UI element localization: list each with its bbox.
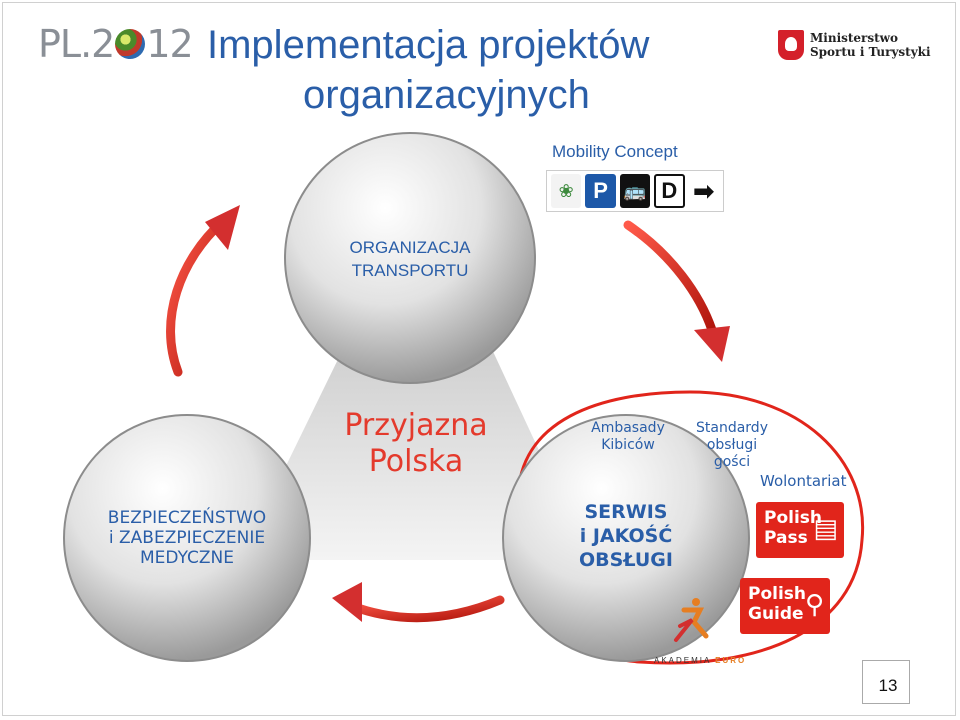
circle-security-label: BEZPIECZEŃSTWO i ZABEZPIECZENIE MEDYCZNE [92, 508, 282, 568]
pass-line1: Polish [764, 508, 823, 528]
logo-text-left: PL.2 [38, 22, 115, 66]
circle-transport [284, 132, 536, 384]
security-line1: BEZPIECZEŃSTWO [107, 508, 267, 528]
security-line3: MEDYCZNE [140, 548, 234, 568]
polish-pass-text: Polish Pass [764, 508, 823, 548]
parking-icon: P [585, 174, 616, 208]
document-icon: ▤ [813, 514, 838, 544]
title-line1: Implementacja projektów [207, 23, 650, 67]
service-line3: OBSŁUGI [579, 549, 673, 571]
wolontariat-label: Wolontariat [760, 472, 847, 490]
standardy-line3: gości [713, 454, 751, 470]
transport-line2: TRANSPORTU [351, 261, 469, 280]
magnifier-icon: ⚲ [804, 590, 824, 620]
akademia-word: AKADEMIA [654, 656, 711, 665]
central-triangle [240, 345, 590, 560]
arrow-up-left [166, 217, 227, 377]
ambasady-line1: Ambasady [591, 420, 665, 436]
page-number: 13 [878, 676, 898, 695]
akademia-euro-text: AKADEMIA EURO [654, 656, 746, 665]
pl2012-logo: PL.2 12 [38, 22, 194, 66]
slide-title: Implementacja projektów organizacyjnych [207, 20, 767, 120]
polish-guide-badge: Polish Guide ⚲ [740, 578, 830, 634]
title-line2: organizacyjnych [303, 73, 590, 117]
security-line2: i ZABEZPIECZENIE [108, 528, 266, 548]
ambasady-kibicow-label: Ambasady Kibiców [582, 420, 674, 454]
football-icon [115, 29, 146, 59]
mobility-concept-label: Mobility Concept [552, 142, 678, 161]
service-line1: SERWIS [584, 501, 668, 523]
guide-line2: Guide [748, 604, 804, 624]
euro-logo-icon: ❀ [551, 174, 582, 208]
ministry-line2: Sportu i Turystyki [810, 45, 931, 59]
arrow-up-left-head [205, 205, 240, 250]
triangle-line2: Polska [368, 444, 464, 479]
triangle-label: Przyjazna Polska [316, 408, 516, 480]
guide-line1: Polish [748, 584, 807, 604]
arrow-bottom-left [347, 595, 505, 623]
bus-icon: 🚌 [619, 174, 651, 208]
eagle-emblem-icon [778, 30, 804, 60]
arrow-right-icon: ➡ [688, 174, 719, 208]
triangle-line1: Przyjazna [344, 408, 488, 443]
ambasady-line2: Kibiców [601, 437, 655, 453]
standardy-obslugi-label: Standardy obsługi gości [686, 420, 778, 471]
mobility-icons-strip: ❀ P 🚌 D ➡ [546, 170, 724, 212]
ministry-logo: Ministerstwo Sportu i Turystyki [778, 30, 931, 60]
polish-pass-badge: Polish Pass ▤ [756, 502, 844, 558]
arrow-down-right-head [694, 326, 730, 362]
pass-line2: Pass [764, 528, 808, 548]
euro-word: EURO [715, 656, 747, 665]
circle-service-label: SERWIS i JAKOŚĆ OBSŁUGI [546, 500, 706, 572]
circle-service [502, 414, 750, 662]
dropoff-icon: D [654, 174, 685, 208]
arrow-down-right [623, 220, 717, 335]
circle-transport-label: ORGANIZACJA TRANSPORTU [300, 236, 520, 282]
ministry-line1: Ministerstwo [810, 31, 899, 45]
circle-security [63, 414, 311, 662]
polish-guide-text: Polish Guide [748, 584, 807, 624]
akademia-euro-logo-icon [674, 598, 709, 642]
service-line2: i JAKOŚĆ [579, 525, 673, 547]
ministry-name: Ministerstwo Sportu i Turystyki [810, 31, 931, 59]
standardy-line1: Standardy [696, 420, 768, 436]
page-number-box [862, 660, 910, 704]
arrow-bottom-left-head [332, 582, 362, 622]
logo-text-right: 12 [146, 22, 193, 66]
transport-line1: ORGANIZACJA [349, 238, 471, 257]
standardy-line2: obsługi [706, 437, 758, 453]
